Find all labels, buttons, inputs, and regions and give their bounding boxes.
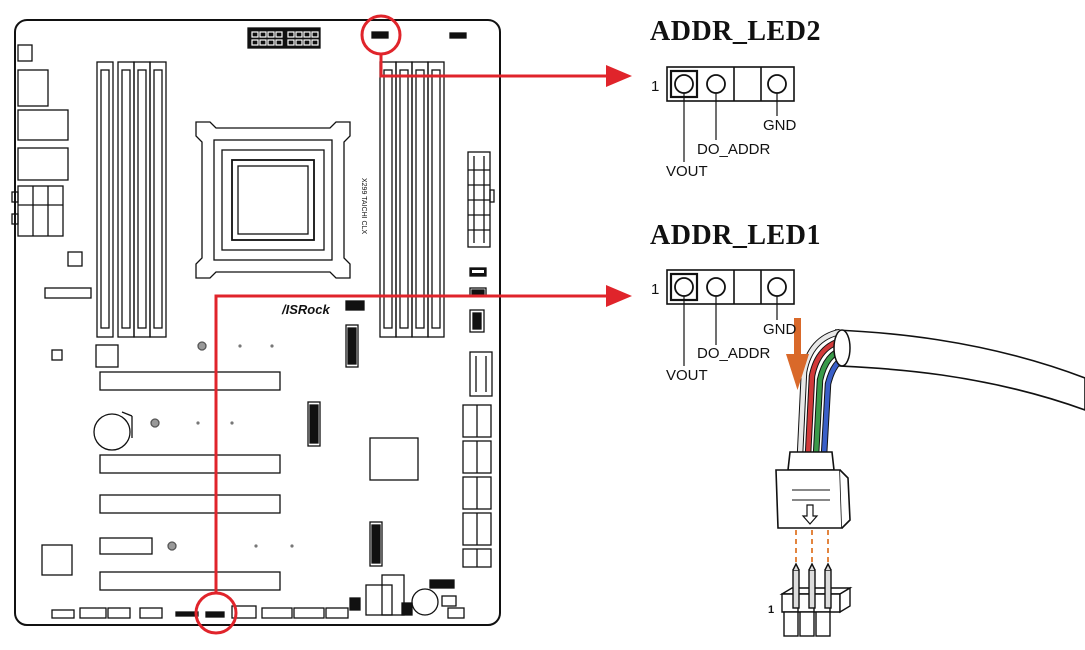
addr-led1-callout-line [214, 294, 608, 593]
addr-led1-vout-label: VOUT [666, 367, 708, 384]
rear-io [11, 44, 69, 237]
addr-led1-do-addr-label: DO_ADDR [697, 345, 771, 362]
addr-led1-pinout [666, 269, 795, 366]
addr-led2-vout-label: VOUT [666, 163, 708, 180]
motherboard: X299 TAICHI CLX [11, 19, 501, 626]
callouts [194, 14, 608, 635]
cpu-socket [195, 121, 351, 279]
board-brand-logo: /ISRock [281, 302, 330, 317]
sata-ports [462, 404, 492, 568]
addr-led2-do-addr-label: DO_ADDR [697, 141, 771, 158]
addr-led2-gnd-label: GND [763, 117, 797, 134]
down-arrow-icon [801, 504, 819, 525]
addr-led2-callout-line [379, 54, 608, 78]
dimm-slots-left [96, 61, 167, 338]
board-silk-text: X299 TAICHI CLX [360, 178, 367, 234]
pcie-slots [99, 371, 281, 591]
atx-power-connector [467, 151, 495, 248]
addr-led1-callout-arrowhead [606, 285, 632, 307]
pin-guides [795, 530, 829, 570]
addr-led1-board-header [205, 611, 225, 618]
insertion-arrow [786, 318, 809, 390]
addr-led2-callout-arrowhead [606, 65, 632, 87]
addr-led2-pinout [666, 66, 795, 162]
dimm-slots-right [379, 61, 445, 338]
addr-led1-pin1-marker: 1 [651, 281, 660, 298]
addr-led2-pin1-marker: 1 [651, 78, 660, 95]
addr-led1-gnd-label: GND [763, 321, 797, 338]
led-cable [796, 328, 1085, 456]
motherboard-pin-header [779, 562, 853, 637]
addr-led2-title: ADDR_LED2 [650, 16, 821, 47]
cable-connector [775, 451, 851, 529]
cable-pin1-marker: 1 [768, 604, 775, 616]
cpu-power-connector [247, 27, 321, 49]
addr-led2-board-header [371, 31, 389, 39]
addr-led1-title: ADDR_LED1 [650, 220, 821, 251]
bottom-headers [51, 574, 465, 619]
